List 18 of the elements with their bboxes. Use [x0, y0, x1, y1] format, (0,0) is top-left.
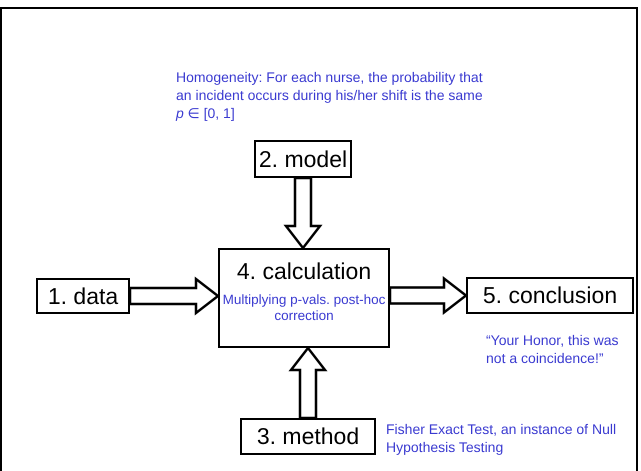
- node-title: 3. method: [256, 423, 360, 451]
- annotation-text: Homogeneity: For each nurse, the probability that an incident occurs during his/her shift is the same p ∈ [0, 1]: [176, 68, 484, 123]
- block-arrow: [128, 276, 220, 316]
- annotation-text: Fisher Exact Test, an instance of Null Hypothesis Testing: [386, 420, 618, 456]
- node-title: 2. model: [258, 146, 348, 174]
- process-box: [254, 140, 352, 178]
- process-box: [466, 277, 634, 314]
- node-title: 1. data: [46, 283, 120, 311]
- process-box: [240, 418, 376, 455]
- block-arrow: [388, 276, 468, 316]
- node-title: 5. conclusion: [482, 282, 618, 310]
- process-box: [36, 278, 130, 314]
- process-box: [218, 248, 390, 348]
- annotation-text: “Your Honor, this was not a coincidence!”: [486, 331, 620, 368]
- block-arrow: [288, 346, 328, 420]
- node-note: Multiplying p-vals. post-hoc correction: [222, 292, 386, 326]
- node-title: 4. calculation: [236, 258, 372, 286]
- block-arrow: [283, 176, 323, 250]
